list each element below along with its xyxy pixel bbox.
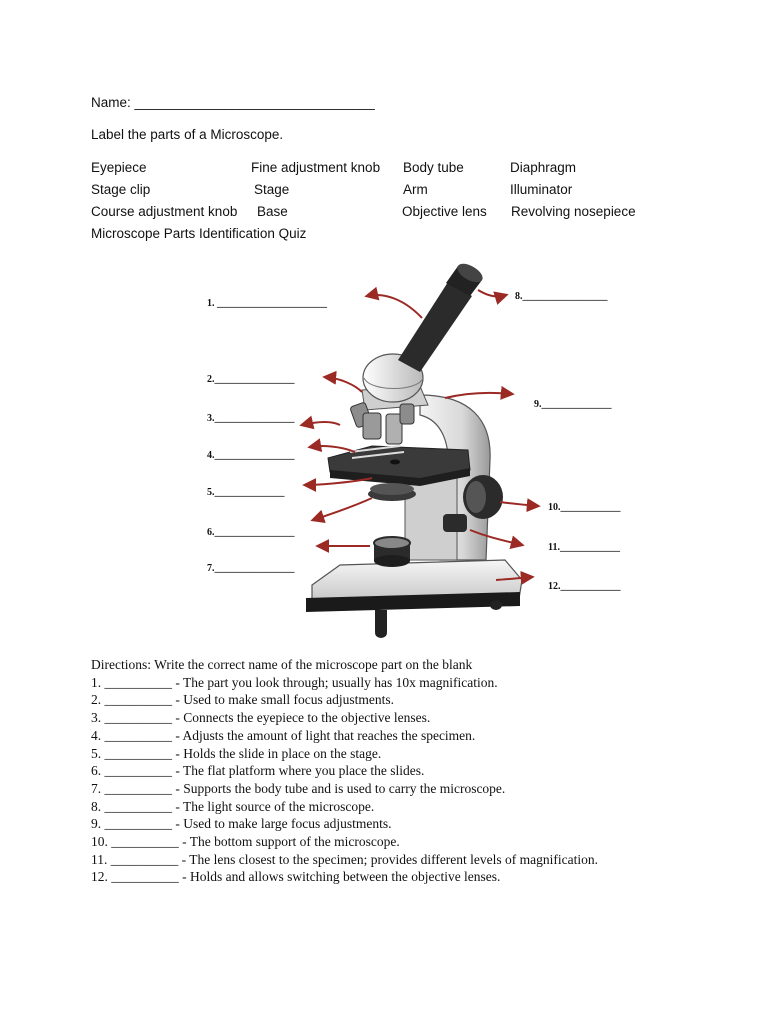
label-blank-6[interactable]: 6.________________	[207, 527, 295, 538]
label-blank-3[interactable]: 3.________________	[207, 413, 295, 424]
focus-knobs	[443, 475, 503, 532]
name-field-line[interactable]: Name: ________________________________	[91, 95, 375, 110]
question-item: 4. __________ - Adjusts the amount of li…	[91, 727, 476, 743]
word-bank-item: Arm	[403, 182, 428, 197]
word-bank-item: Body tube	[403, 160, 464, 175]
word-bank-item: Fine adjustment knob	[251, 160, 381, 175]
microscope-stage	[327, 445, 471, 501]
word-bank-item: Objective lens	[402, 204, 487, 219]
illuminator	[373, 536, 411, 567]
pointer-arrows	[299, 286, 541, 585]
question-item: 9. __________ - Used to make large focus…	[91, 816, 392, 832]
body-tube	[398, 263, 483, 372]
word-bank-item: Stage	[254, 182, 290, 197]
label-blank-5[interactable]: 5.______________	[207, 487, 285, 498]
word-bank-item: Base	[257, 204, 288, 219]
word-bank-item: Diaphragm	[510, 160, 577, 175]
microscope-base	[306, 559, 523, 638]
word-bank-item: Revolving nosepiece	[511, 204, 636, 219]
label-blank-7[interactable]: 7.________________	[207, 563, 295, 574]
label-blank-8[interactable]: 8._________________	[515, 291, 608, 302]
label-blank-10[interactable]: 10.____________	[548, 502, 621, 513]
microscope-arm	[404, 394, 491, 561]
question-item: 1. __________ - The part you look throug…	[91, 674, 498, 690]
question-item: 2. __________ - Used to make small focus…	[91, 692, 394, 708]
label-blank-12[interactable]: 12.____________	[548, 581, 621, 592]
worksheet-title: Label the parts of a Microscope.	[91, 127, 284, 142]
microscope-head	[362, 353, 424, 403]
label-blank-1[interactable]: 1. ______________________	[207, 298, 327, 309]
question-item: 3. __________ - Connects the eyepiece to…	[91, 710, 431, 726]
word-bank-item: Illuminator	[510, 182, 573, 197]
question-item: 12. __________ - Holds and allows switch…	[91, 869, 501, 885]
question-item: 8. __________ - The light source of the …	[91, 798, 375, 814]
question-item: 6. __________ - The flat platform where …	[91, 763, 425, 779]
question-item: 7. __________ - Supports the body tube a…	[91, 780, 506, 796]
label-blank-11[interactable]: 11.____________	[548, 542, 620, 553]
revolving-nosepiece	[350, 385, 429, 445]
directions-section: Directions: Write the correct name of th…	[91, 656, 598, 886]
word-bank-item: Eyepiece	[91, 160, 147, 175]
question-item: 11. __________ - The lens closest to the…	[91, 851, 599, 867]
label-blank-2[interactable]: 2.________________	[207, 374, 295, 385]
question-item: 5. __________ - Holds the slide in place…	[91, 745, 382, 761]
label-blank-9[interactable]: 9.______________	[534, 399, 612, 410]
quiz-title: Microscope Parts Identification Quiz	[91, 226, 307, 241]
label-blank-4[interactable]: 4.________________	[207, 450, 295, 461]
question-item: 10. __________ - The bottom support of t…	[91, 834, 400, 850]
directions-heading: Directions: Write the correct name of th…	[91, 657, 473, 672]
word-bank-item: Course adjustment knob	[91, 204, 238, 219]
word-bank-item: Stage clip	[91, 182, 151, 197]
